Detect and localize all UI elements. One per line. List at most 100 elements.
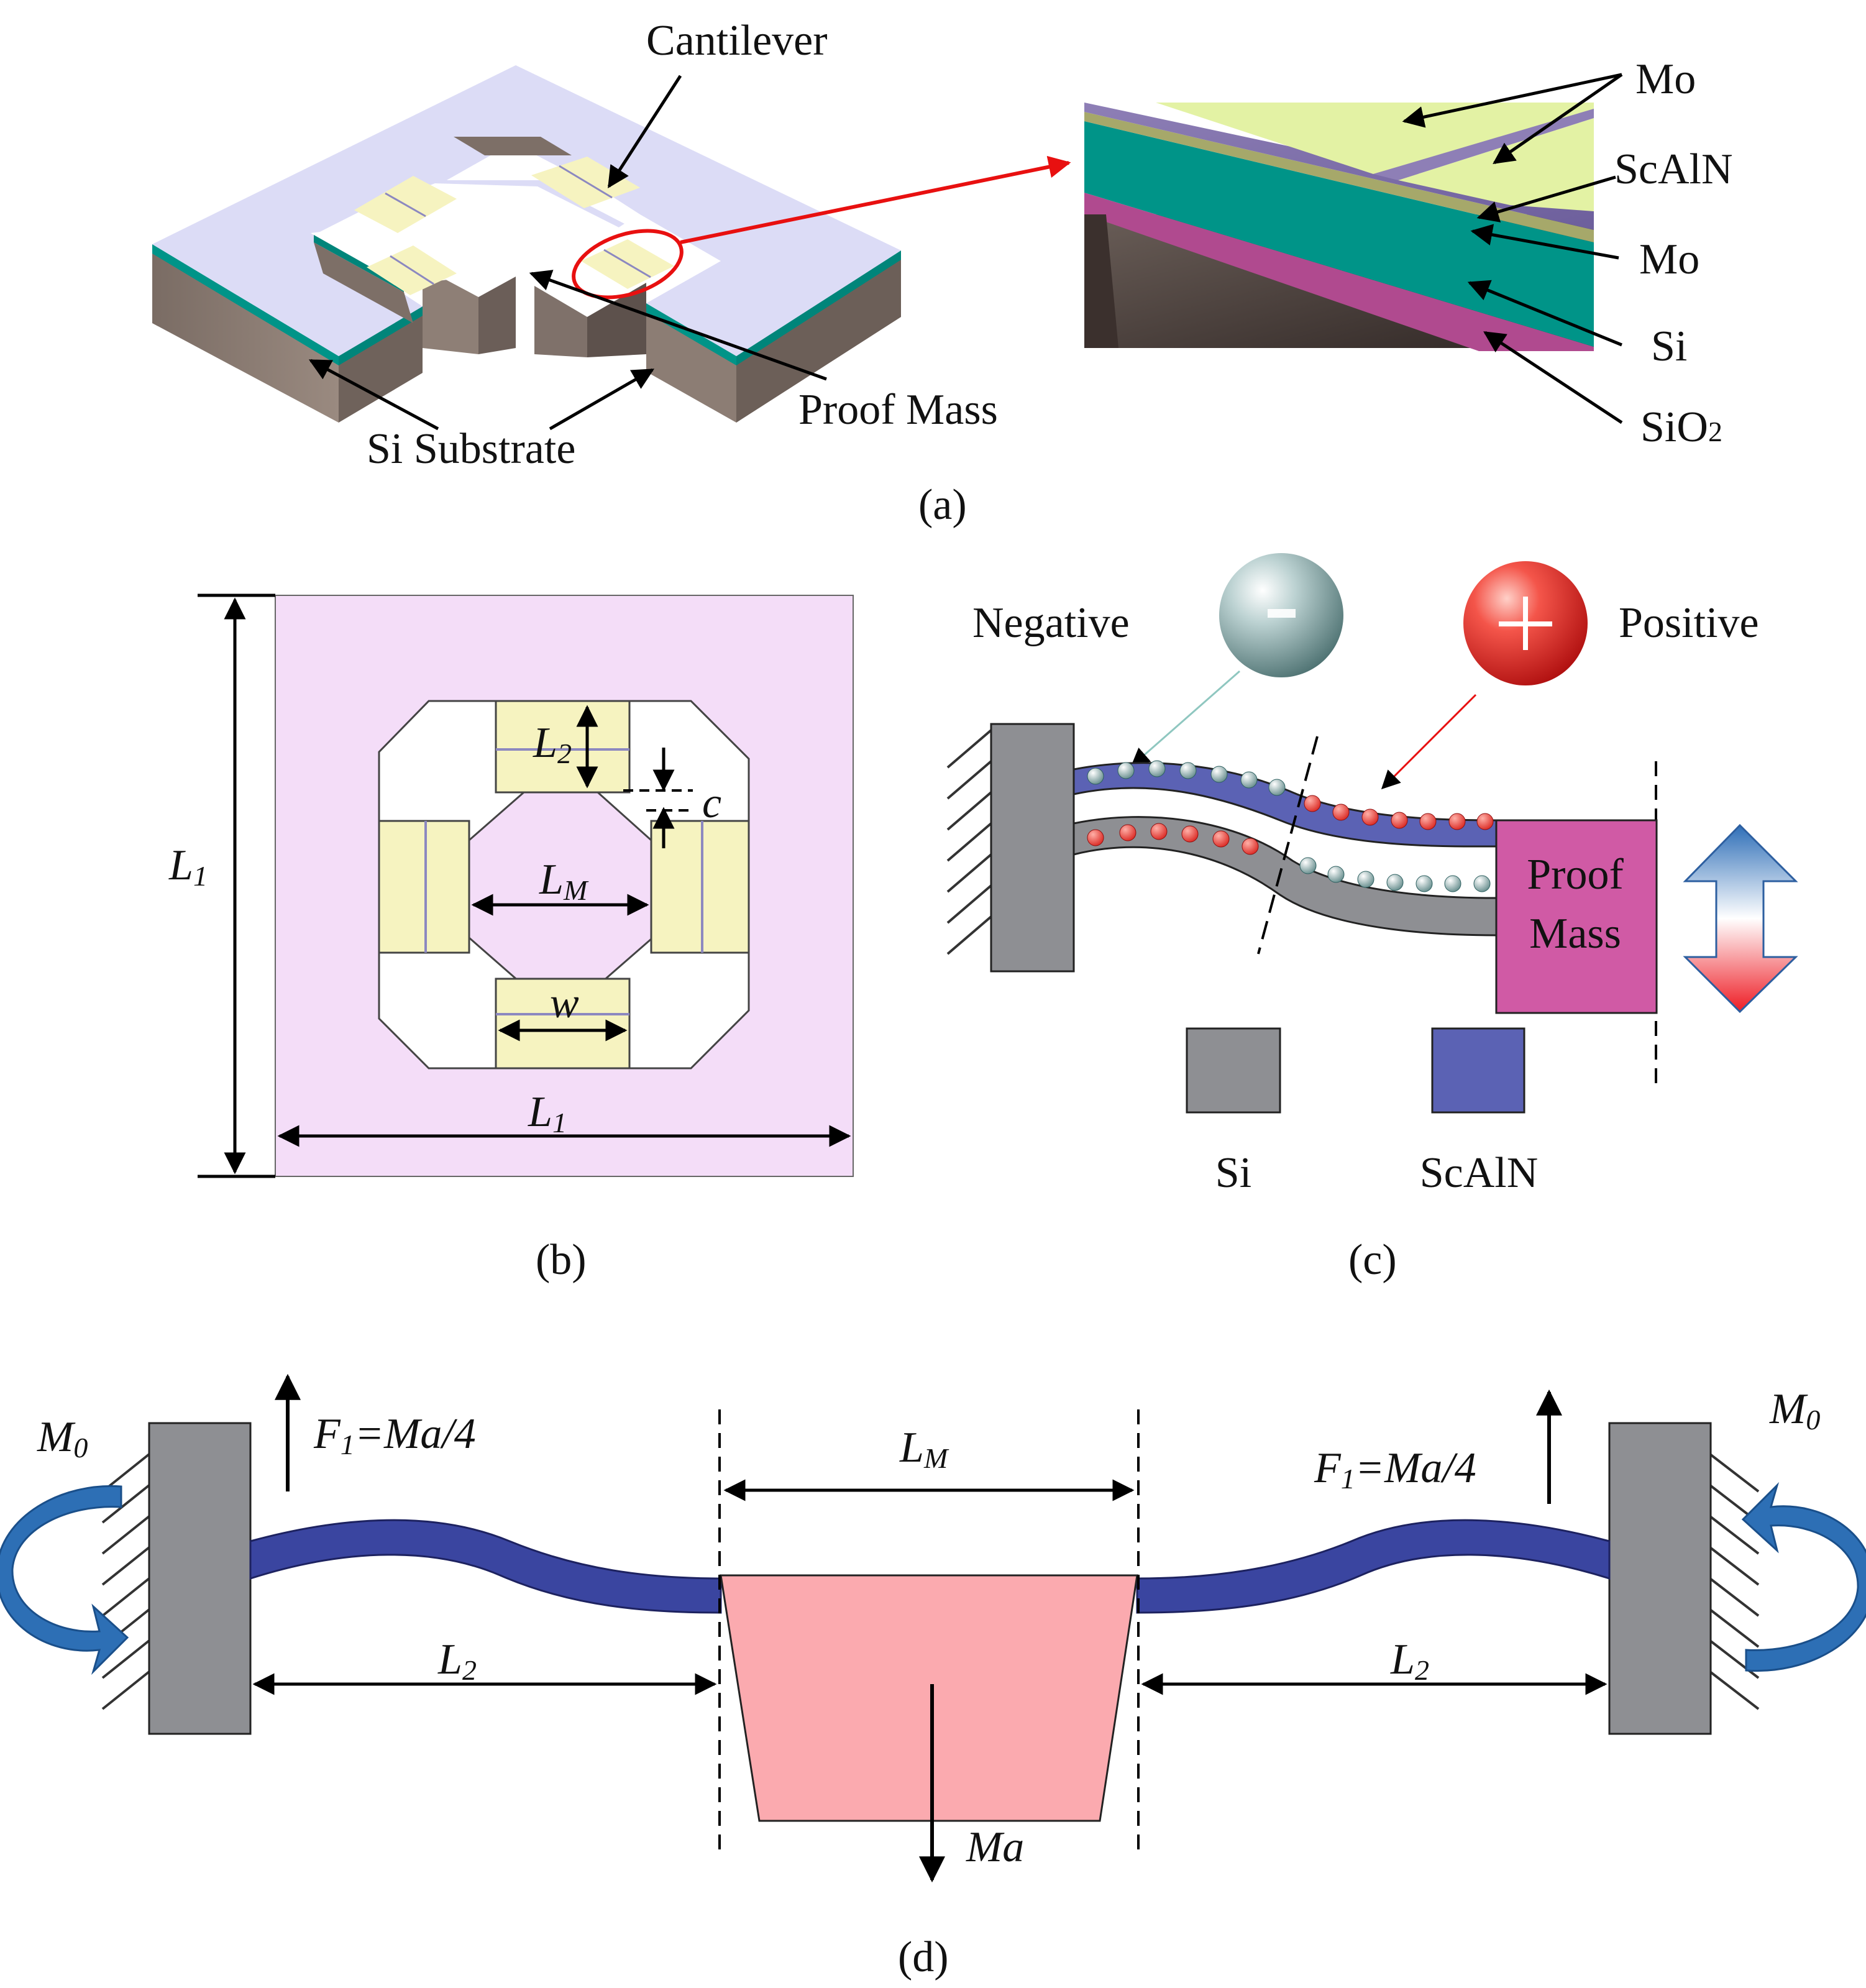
legend-swatch-si [1186,1027,1281,1114]
label-si-layer: Si [1651,323,1687,370]
negative-ball-minus-sign [1268,609,1296,618]
zoom-region-circle [572,229,684,300]
label-sio2-sub: 2 [1708,416,1722,447]
panel-c: Negative Positive [946,553,1798,1284]
m0-left-sub: 0 [73,1432,88,1464]
negative-charges-bottom [1299,857,1491,892]
legend-label-scaln: ScAlN [1420,1149,1539,1197]
neutral-axis-dashed [1257,736,1319,955]
caption-a: (a) [918,481,967,529]
zoom-red-arrow [680,155,1071,244]
f1-left-sub: 1 [341,1429,355,1460]
label-sio2: SiO2 [1640,403,1722,451]
label-w: w [550,979,579,1027]
pad-electrode-gap-4 [603,249,651,278]
label-negative: Negative [972,599,1130,647]
substrate-arrow-right [549,368,655,431]
l1-horizontal-main: L [528,1088,552,1136]
l2-sub: 2 [557,738,572,769]
f1-right-rest: =Ma/4 [1355,1444,1476,1492]
vibration-double-arrow [1683,823,1798,1014]
cavity-wall-3 [454,137,572,155]
label-scaln: ScAlN [1614,145,1733,193]
label-mo-bottom: Mo [1639,236,1699,283]
substrate-face-right-2 [736,258,901,423]
f1-right-main: F [1314,1444,1342,1492]
substrate-pillar-proof [534,286,587,357]
label-cantilever: Cantilever [646,17,828,65]
device-3d-model [152,65,901,423]
l2-left-main: L [437,1636,462,1683]
edge-stripe-right [646,303,736,365]
proof-mass-arrow [529,270,827,381]
substrate-face-right [646,311,736,423]
l2-main: L [533,719,557,767]
substrate-pillar-mid [478,277,516,354]
edge-stripe-left [152,244,339,365]
cantilever-arrow [607,75,682,188]
f1-left-rest: =Ma/4 [355,1410,476,1458]
panel-a: Cantilever Proof Mass Si Substrate Mo Sc… [152,17,1733,529]
label-m0-right: M0 [1769,1385,1820,1436]
fixed-support-right [1608,1422,1712,1735]
positive-ball-plus-v [1523,597,1528,650]
substrate-face-front [339,314,423,423]
l2-right-main: L [1390,1636,1415,1683]
mo-top-arrow-2 [1493,73,1623,165]
zoom-dark-wall [1084,214,1118,348]
sio2-arrow [1483,331,1623,424]
zoom-mo-bottom-layer [1084,112,1594,242]
lm-d-sub: M [923,1442,949,1474]
lm-sub: M [563,874,589,906]
f1-left-main: F [313,1410,341,1458]
proof-mass-block-c [1495,819,1658,1014]
substrate-pillar-proof-2 [587,283,646,357]
lm-d-main: L [899,1424,924,1472]
positive-pointer [1381,694,1477,790]
mo-bottom-arrow [1470,224,1619,260]
l2-left-sub: 2 [462,1654,477,1686]
f1-right-sub: 1 [1341,1463,1355,1495]
scaln-arrow [1476,175,1616,222]
moment-arrow-left [0,1485,129,1675]
label-f1-left: F1=Ma/4 [313,1410,476,1460]
label-f1-right: F1=Ma/4 [1314,1444,1476,1495]
label-l2-right-d: L2 [1390,1636,1429,1686]
clamp-hatching-c [946,729,992,955]
beam-left [378,820,470,954]
pad-electrode-gap-2 [559,165,613,199]
pad-electrode-gap-3 [390,255,434,285]
mo-top-arrow-1 [1402,73,1622,128]
substrate-arrow-left [308,359,439,431]
positive-charges-bottom [1087,823,1259,855]
label-proof-line1: Proof [1527,851,1624,899]
label-si-substrate: Si Substrate [367,425,575,473]
zoom-si-layer [1084,121,1594,347]
label-proof-mass: Proof Mass [798,386,998,434]
panel-d: M0 M0 F1=Ma/4 F1=Ma/4 LM L2 L2 Ma (d) [0,1373,1866,1981]
caption-b: (b) [536,1236,587,1284]
beam-right-d [1136,1519,1611,1614]
negative-pointer [1130,670,1240,767]
caption-c: (c) [1348,1236,1397,1284]
fixed-support-c [990,723,1075,973]
label-positive: Positive [1619,599,1759,647]
caption-d: (d) [898,1933,949,1981]
cavity-wall-2 [314,242,413,323]
label-l1-horizontal: L1 [528,1088,567,1138]
si-arrow [1467,280,1622,347]
label-m0-left: M0 [37,1413,88,1464]
layer-cross-section [1084,103,1594,351]
l1-horizontal-sub: 1 [552,1107,567,1138]
legend-label-si: Si [1215,1149,1251,1197]
label-l2-left-d: L2 [437,1636,477,1686]
legend-swatch-scaln [1431,1027,1525,1114]
fixed-support-left [148,1422,252,1735]
label-c: c [702,779,721,827]
beam-right [650,820,750,954]
beam-top [495,700,631,794]
edge-stripe-right-2 [736,250,901,365]
l2-right-sub: 2 [1415,1654,1429,1686]
m0-left-main: M [37,1413,76,1461]
